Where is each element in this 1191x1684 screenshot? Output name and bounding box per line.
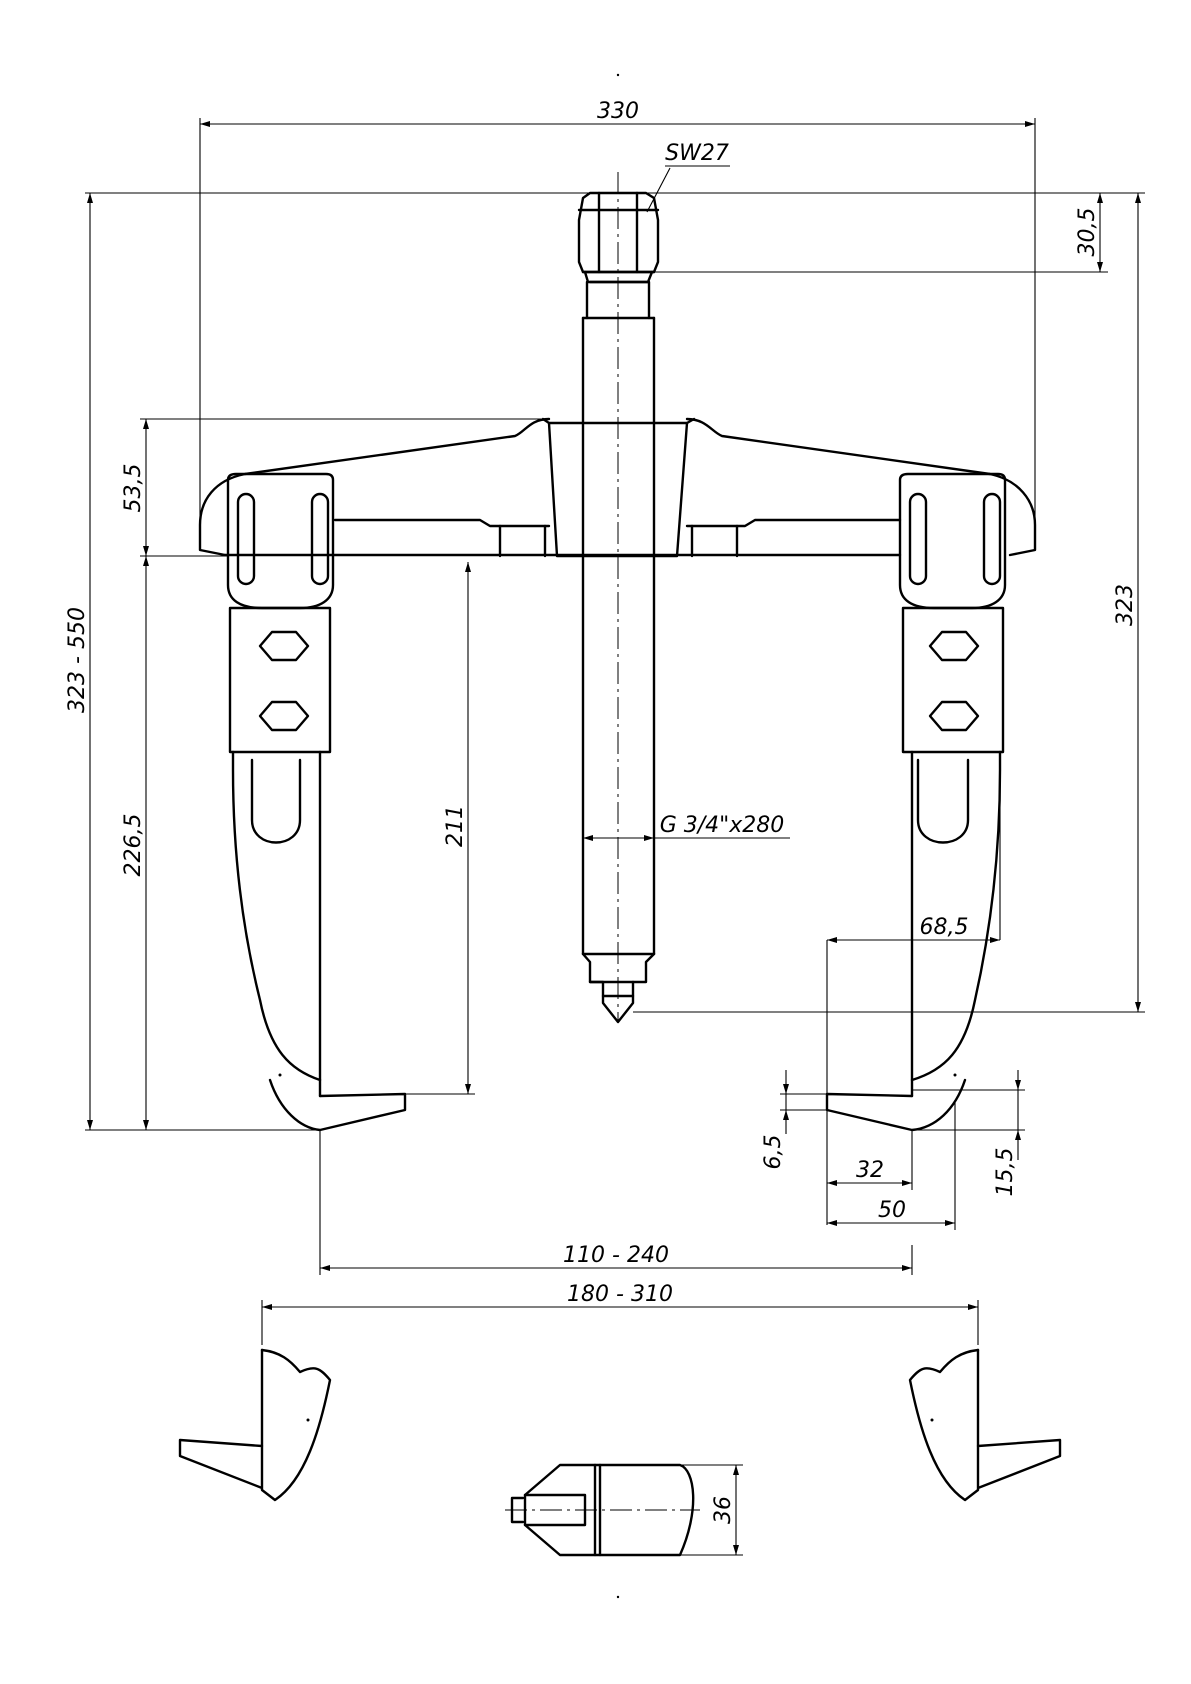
dim-jaw-width: 36 [711, 1496, 736, 1524]
dim-jaw-length-outer: 50 [878, 1198, 906, 1223]
dim-total-height-left: 323 - 550 [65, 607, 90, 713]
jaw-section-view [505, 1463, 700, 1557]
dim-leg-height: 226,5 [121, 814, 146, 877]
dim-internal-range: 110 - 240 [563, 1243, 669, 1268]
dim-reach: 211 [443, 805, 468, 847]
reversed-jaw-right [908, 1348, 1062, 1502]
dim-external-range: 180 - 310 [567, 1282, 673, 1307]
dim-overall-width: 330 [597, 99, 639, 124]
dim-hex-height: 30,5 [1075, 208, 1100, 257]
dimension-lines [85, 118, 1145, 1556]
dim-total-height-right: 323 [1113, 584, 1138, 626]
dimension-labels: 330 SW27 30,5 323 323 - 550 53,5 226,5 2… [65, 99, 1138, 1524]
dim-crossbar-height: 53,5 [121, 464, 146, 513]
dim-jaw-length-inner: 32 [856, 1158, 884, 1183]
dim-jaw-height: 15,5 [993, 1148, 1018, 1197]
crossbar [198, 417, 1037, 558]
dim-spindle: G 3/4"x280 [660, 813, 785, 838]
dim-jaw-tip-thickness: 6,5 [761, 1135, 786, 1170]
dim-hex-size: SW27 [665, 141, 729, 166]
right-jaw [825, 472, 1007, 1132]
center-marks [616, 73, 620, 1599]
left-jaw [226, 472, 407, 1132]
dim-jaw-offset: 68,5 [920, 915, 969, 940]
reversed-jaw-left [178, 1348, 332, 1502]
spindle [577, 172, 660, 1024]
